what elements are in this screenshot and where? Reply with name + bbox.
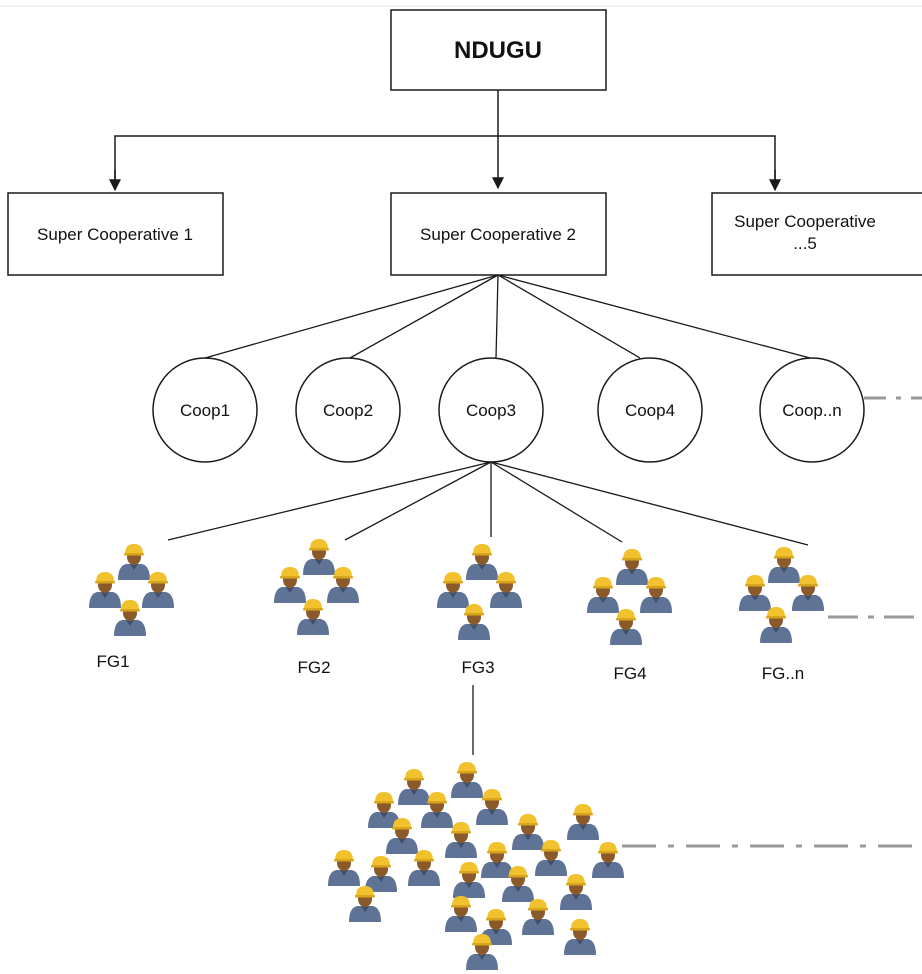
worker-icon — [458, 604, 490, 640]
root-label: NDUGU — [454, 37, 542, 64]
worker-icon — [587, 577, 619, 613]
super-cooperative-5-label-line1: Super Cooperative — [734, 212, 876, 231]
worker-icon — [481, 842, 513, 878]
fg-3-label: FG3 — [461, 658, 494, 677]
fg-4-cluster — [587, 549, 672, 645]
worker-icon — [739, 575, 771, 611]
worker-icon — [408, 850, 440, 886]
super-cooperative-5: Super Cooperative ...5 — [711, 192, 922, 276]
super-cooperative-5-label-line2: ...5 — [793, 234, 817, 253]
coop-n: Coop..n — [759, 357, 865, 463]
coop-4-label: Coop4 — [625, 401, 675, 420]
worker-icon — [760, 607, 792, 643]
worker-icon — [592, 842, 624, 878]
worker-icon — [453, 862, 485, 898]
worker-icon — [564, 919, 596, 955]
coop-1-label: Coop1 — [180, 401, 230, 420]
worker-icon — [398, 769, 430, 805]
coop-to-fg-lines — [167, 461, 809, 546]
super-cooperative-2: Super Cooperative 2 — [390, 192, 607, 276]
super-cooperative-1-label: Super Cooperative 1 — [37, 225, 193, 244]
coop-1: Coop1 — [152, 357, 258, 463]
worker-icon — [768, 547, 800, 583]
worker-icon — [365, 856, 397, 892]
worker-icon — [118, 544, 150, 580]
root-connectors — [109, 90, 781, 192]
coop-2: Coop2 — [295, 357, 401, 463]
fg-4-label: FG4 — [613, 664, 646, 683]
supercoop-to-coop-lines — [204, 274, 811, 359]
fg-2-cluster — [274, 539, 359, 635]
fg-3-cluster — [437, 544, 522, 640]
worker-icon — [297, 599, 329, 635]
coop-4: Coop4 — [597, 357, 703, 463]
worker-icon — [328, 850, 360, 886]
fg-n-label: FG..n — [762, 664, 805, 683]
worker-icon — [303, 539, 335, 575]
coop-3-label: Coop3 — [466, 401, 516, 420]
fg-1-label: FG1 — [96, 652, 129, 671]
fg-2-label: FG2 — [297, 658, 330, 677]
worker-icon — [451, 762, 483, 798]
farmer-members-cluster — [328, 762, 624, 970]
worker-icon — [560, 874, 592, 910]
worker-icon — [437, 572, 469, 608]
worker-icon — [567, 804, 599, 840]
worker-icon — [89, 572, 121, 608]
coop-2-label: Coop2 — [323, 401, 373, 420]
worker-icon — [522, 899, 554, 935]
fg-1-cluster — [89, 544, 174, 636]
worker-icon — [610, 609, 642, 645]
worker-icon — [512, 814, 544, 850]
worker-icon — [466, 544, 498, 580]
coop-3: Coop3 — [438, 357, 544, 463]
worker-icon — [445, 896, 477, 932]
super-cooperative-1: Super Cooperative 1 — [7, 192, 224, 276]
coop-n-label: Coop..n — [782, 401, 842, 420]
fg-n-cluster — [739, 547, 824, 643]
worker-icon — [616, 549, 648, 585]
worker-icon — [274, 567, 306, 603]
super-cooperative-2-label: Super Cooperative 2 — [420, 225, 576, 244]
root-node: NDUGU — [390, 9, 607, 91]
